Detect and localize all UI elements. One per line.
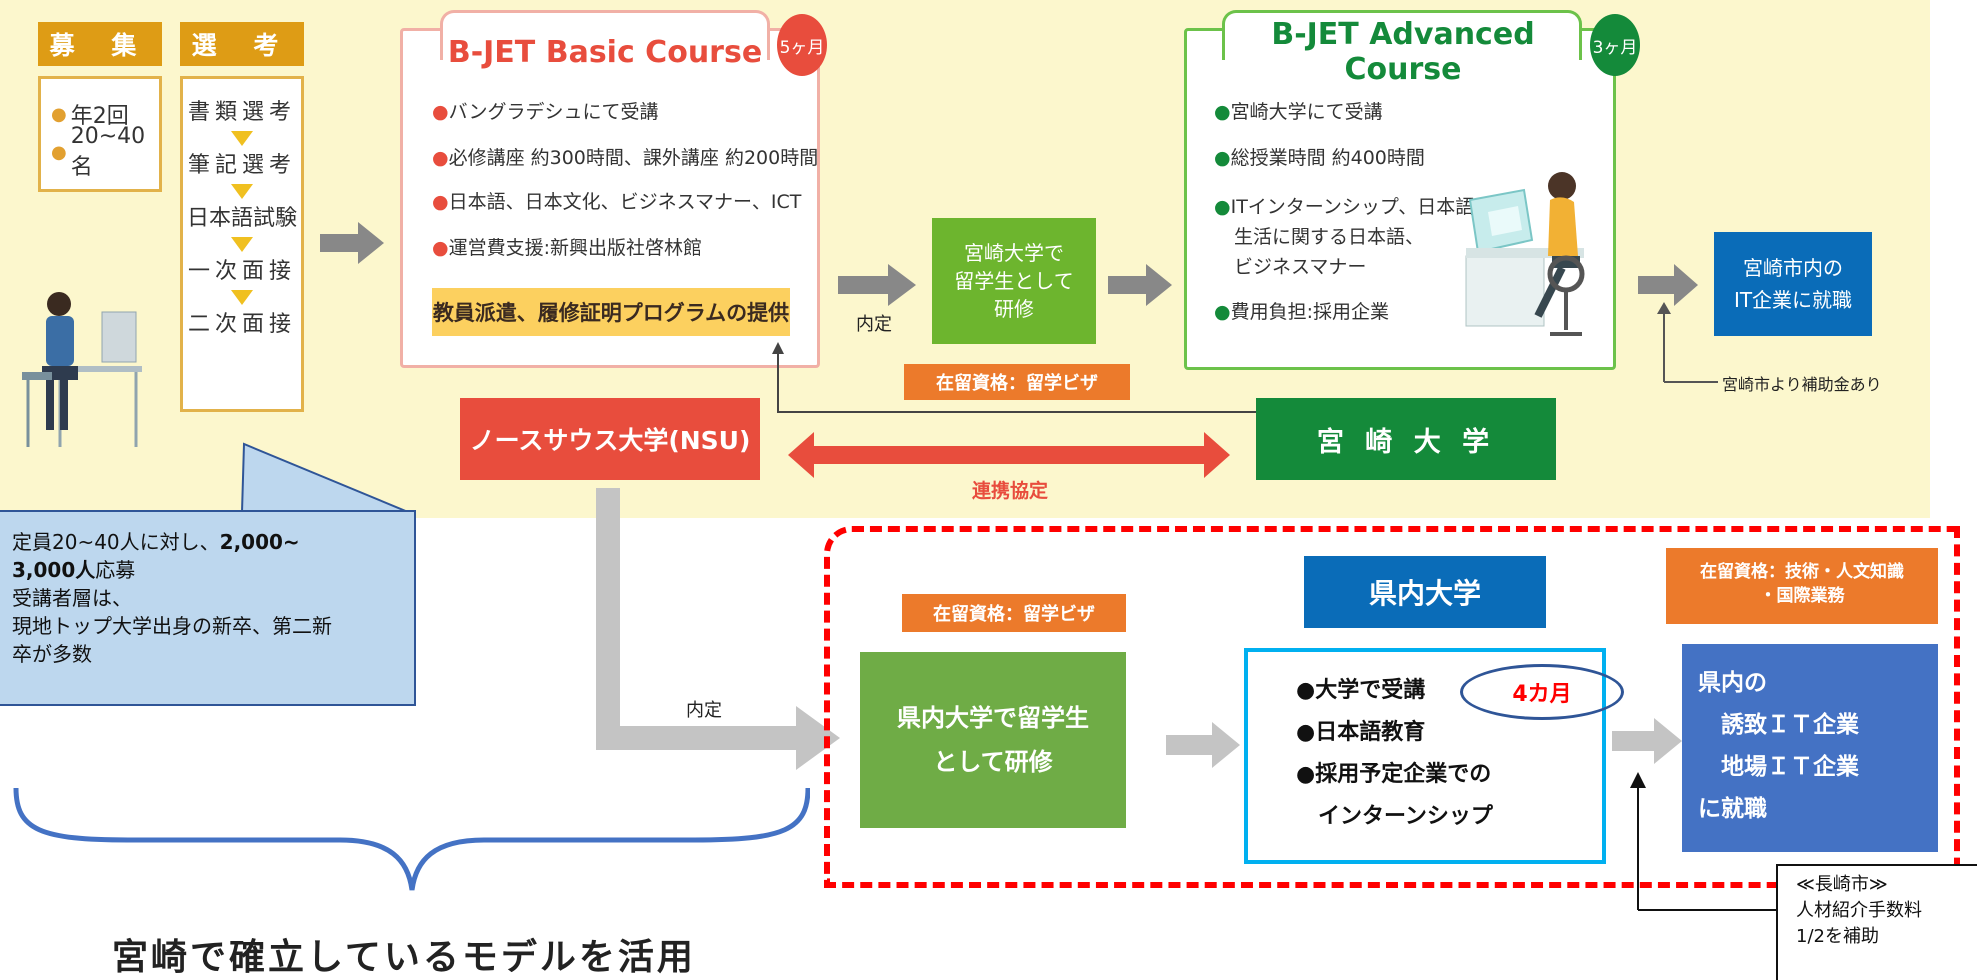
selection-step: 筆記選考 [187,153,296,178]
basic-course-title: B-JET Basic Course [447,34,763,70]
basic-course-item: ●運営費支援:新興出版社啓林館 [432,237,702,259]
nsu-box: ノースサウス大学(NSU) [460,398,760,480]
advanced-course-item: ●総授業時間 約400時間 [1214,147,1425,169]
prefectural-employment-box: 県内の 誘致ＩＴ企業 地場ＩＴ企業 に就職 [1682,644,1938,852]
advanced-course-item: ●費用負担:採用企業 [1214,301,1389,323]
prefectural-model-region [824,526,1960,888]
prefectural-item: ●日本語教育 [1296,720,1426,745]
advanced-course-item: ●宮崎大学にて受講 [1214,101,1383,123]
basic-course-item: ●日本語、日本文化、ビジネスマナー、ICT [432,191,802,213]
miyazaki-training-box: 宮崎大学で 留学生として 研修 [932,218,1096,344]
visa-tag-bottom: 在留資格：留学ビザ [902,594,1126,632]
recruit-box: ●年2回 ●20~40名 [38,76,162,192]
selection-step: 日本語試験 [186,206,297,231]
subsidy-arrow-icon [1657,302,1718,383]
down-arrow-icon [231,237,253,252]
basic-course-highlight: 教員派遣、履修証明プログラムの提供 [432,288,790,336]
selection-header: 選 考 [180,22,304,66]
prefectural-item: ●採用予定企業での [1296,762,1492,787]
miyazaki-employment-box: 宮崎市内の IT企業に就職 [1714,232,1872,336]
basic-duration-badge: 5ヶ月 [777,14,827,76]
subsidy-arrow-icon [1630,772,1780,911]
down-arrow-icon [231,131,253,146]
prefectural-univ-label: 県内大学 [1304,556,1546,628]
advanced-course-item: ●ITインターンシップ、日本語、 生活に関する日本語、 ビジネスマナー [1214,196,1494,278]
arrow-right-icon [1612,718,1682,764]
recruit-item: ●20~40名 [51,123,146,180]
prefectural-item: インターンシップ [1296,804,1493,829]
double-arrow-icon [788,432,1230,478]
duration-highlight-ellipse: 4カ月 [1460,664,1624,720]
down-arrow-icon [231,290,253,305]
advanced-duration-badge: 3ヶ月 [1590,14,1640,76]
basic-course-item: ●必修講座 約300時間、課外講座 約200時間 [432,147,819,169]
prefectural-item: ●大学で受講 [1296,678,1426,703]
arrow-right-icon [1166,722,1240,768]
basic-course-tab [440,10,770,60]
naitei-label-bottom: 内定 [686,700,722,721]
selection-step: 書類選考 [187,100,296,125]
brace-icon [13,787,810,891]
selection-step: 二次面接 [187,312,296,337]
down-arrow-icon [231,184,253,199]
arrow-right-icon [1638,264,1698,306]
callout-pointer [240,442,409,514]
prefectural-training-box: 県内大学で留学生 として研修 [860,652,1126,828]
arrow-right-icon [320,222,384,264]
callout-box: 定員20~40人に対し、2,000~ 3,000人応募 受講者層は、 現地トップ… [0,510,416,706]
advanced-course-title: B-JET Advanced Course [1271,17,1535,87]
connector-line [772,342,1258,413]
advanced-course-tab [1222,10,1582,60]
selection-step: 一次面接 [187,259,296,284]
recruit-header: 募 集 [38,22,162,66]
nagasaki-note-box: ≪長崎市≫ 人材紹介手数料 1/2を補助 [1776,864,1977,980]
bent-arrow-icon [596,488,840,770]
arrow-right-icon [1108,264,1172,306]
recruit-item: ●年2回 [51,103,129,130]
subsidy-note-top: 宮崎市より補助金あり [1722,375,1882,394]
person-at-desk-icon [22,292,142,447]
woman-at-computer-icon [1465,172,1585,336]
miyazaki-univ-box: 宮 崎 大 学 [1256,398,1556,480]
partnership-label: 連携協定 [971,479,1048,502]
bottom-caption: 宮崎で確立しているモデルを活用 [112,937,696,978]
arrow-right-icon [838,264,916,306]
selection-box: 書類選考 筆記選考 日本語試験 一次面接 二次面接 [180,76,304,412]
basic-course-item: ●バングラデシュにて受講 [432,101,659,123]
work-visa-tag: 在留資格：技術・人文知識 ・国際業務 [1666,548,1938,624]
naitei-label-top: 内定 [856,314,892,335]
visa-tag-top: 在留資格：留学ビザ [904,364,1130,400]
